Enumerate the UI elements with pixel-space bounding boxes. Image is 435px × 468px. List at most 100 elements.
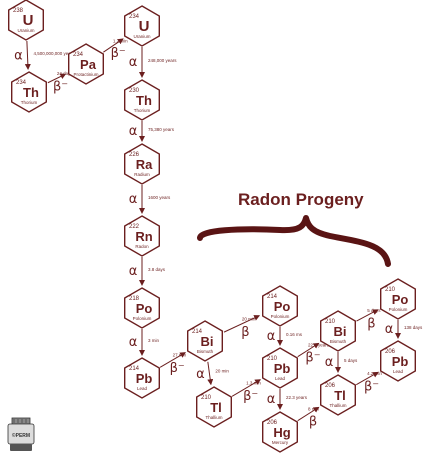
element-name: Thallium — [205, 415, 222, 420]
decay-type-label: β⁻ — [243, 389, 258, 404]
element-name: Radium — [134, 172, 150, 177]
decay-type-label: α — [129, 335, 138, 350]
decay-type-label: α — [196, 367, 205, 382]
mass-number: 206 — [325, 383, 336, 389]
nuclide-hexagon — [380, 278, 416, 320]
mass-number: 210 — [385, 287, 396, 293]
decay-type-label: α — [129, 192, 138, 207]
diagram-title: Radon Progeny — [238, 190, 364, 209]
mass-number: 210 — [201, 395, 212, 401]
decay-type-label: α — [267, 392, 276, 407]
nuclide-hexagon — [123, 5, 161, 47]
half-life-label: 8 min — [308, 407, 320, 412]
half-life-label: 5 days — [344, 358, 358, 363]
nuclide-hexagon — [123, 143, 161, 185]
element-symbol: Tl — [210, 400, 222, 415]
half-life-label: 1600 years — [148, 195, 171, 200]
nuclide-hexagon — [262, 285, 298, 327]
decay-Po210-Pb206: α 138 days — [385, 320, 423, 339]
decay-type-label: β — [309, 415, 317, 430]
mass-number: 234 — [129, 14, 140, 20]
half-life-label: 248,000 years — [148, 58, 177, 63]
mass-number: 234 — [73, 52, 84, 58]
decay-arrow — [103, 38, 124, 53]
element-name: Bismuth — [197, 349, 214, 354]
element-name: Protactinium — [73, 72, 98, 77]
element-name: Thorium — [134, 108, 151, 113]
perm-logo-text: ©PERM — [12, 432, 30, 439]
nuclide-hexagon — [123, 357, 161, 399]
mass-number: 214 — [192, 329, 203, 335]
decay-U238-Th234: α 4,500,000,000 years — [14, 40, 75, 71]
element-name: Thallium — [329, 403, 346, 408]
mass-number: 214 — [267, 294, 278, 300]
element-name: Mercury — [272, 440, 289, 445]
decay-Ra226-Rn222: α 1600 years — [129, 185, 171, 214]
decay-type-label: α — [325, 355, 334, 370]
decay-type-label: α — [129, 124, 138, 139]
half-life-label: 20 min — [215, 368, 229, 373]
nuclide-hexagon — [123, 287, 161, 329]
decay-Bi210-Tl206: α 5 days — [325, 352, 358, 373]
decay-arrow — [47, 73, 67, 84]
decay-arrow — [223, 315, 261, 333]
decay-Bi214-Po214: β20 min — [223, 315, 261, 340]
decay-Tl206-Pb206: β⁻4.2 min — [356, 371, 382, 394]
element-symbol: Pb — [274, 361, 291, 376]
element-symbol: U — [139, 18, 150, 35]
element-symbol: Bi — [201, 334, 214, 349]
decay-type-label: α — [14, 48, 23, 63]
mass-number: 214 — [129, 366, 140, 372]
decay-type-label: α — [385, 322, 394, 337]
radon-progeny-brace — [197, 215, 391, 267]
element-name: Polonium — [389, 307, 408, 312]
decay-Hg206-Tl206: β 8 min — [297, 406, 320, 430]
half-life-label: 138 days — [404, 325, 423, 330]
element-symbol: Th — [136, 93, 152, 108]
element-name: Lead — [275, 376, 286, 381]
nuclide-hexagon — [195, 386, 233, 428]
decay-type-label: β — [241, 325, 249, 340]
element-symbol: Rn — [135, 229, 152, 244]
decay-Th234-Pa234: β⁻24 days — [47, 71, 73, 95]
half-life-label: 22.3 years — [286, 395, 308, 400]
element-name: Polonium — [133, 316, 152, 321]
element-symbol: U — [23, 12, 34, 29]
half-life-label: 3.8 days — [148, 267, 166, 272]
element-name: Uranium — [17, 28, 34, 33]
element-symbol: Th — [23, 85, 39, 100]
mass-number: 230 — [129, 88, 140, 94]
decay-arrow — [297, 342, 320, 358]
nuclide-hexagon — [320, 310, 356, 352]
nuclide-hexagon — [123, 79, 161, 121]
mass-number: 210 — [325, 319, 336, 325]
element-name: Lead — [393, 369, 404, 374]
element-symbol: Pa — [80, 57, 97, 72]
decay-Pb210-Hg206: α 22.3 years — [267, 389, 308, 410]
element-name: Lead — [137, 386, 148, 391]
decay-arrow — [159, 352, 187, 368]
decay-arrow — [297, 406, 320, 422]
element-name: Uranium — [133, 34, 150, 39]
decay-arrow — [356, 309, 379, 322]
decay-Pa234-U234: β⁻1.2 min — [103, 38, 128, 61]
half-life-label: 4,500,000,000 years — [33, 51, 75, 56]
element-symbol: Tl — [334, 388, 346, 403]
element-symbol: Po — [274, 299, 291, 314]
mass-number: 222 — [129, 224, 140, 230]
decay-Pb214-Bi214: β⁻27 min — [159, 352, 187, 376]
